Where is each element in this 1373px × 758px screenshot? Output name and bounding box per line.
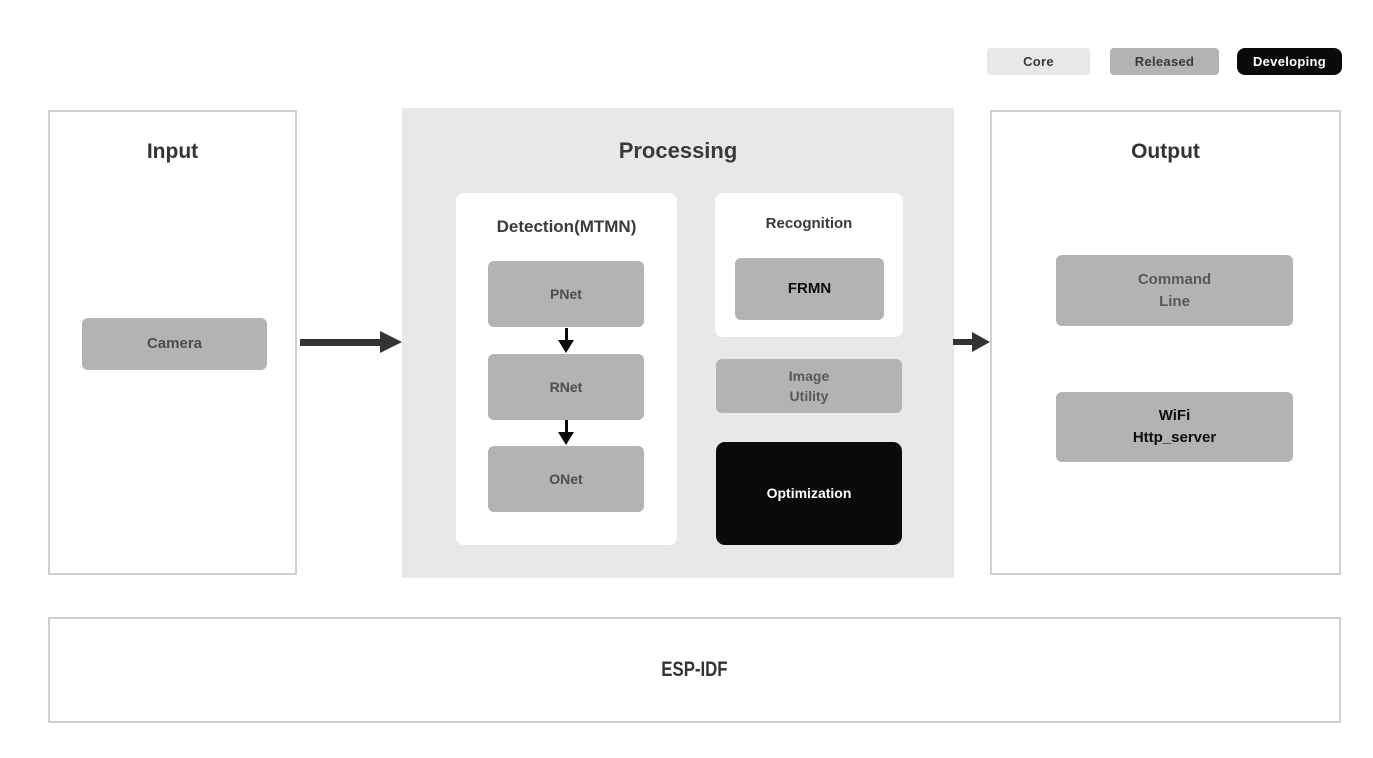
pnet-node: PNet	[488, 261, 644, 327]
esp-idf-panel: ESP-IDF	[48, 617, 1341, 723]
legend-developing-badge: Developing	[1237, 48, 1342, 75]
rnet-node: RNet	[488, 354, 644, 420]
esp-idf-title: ESP-IDF	[661, 658, 728, 681]
optimization-node: Optimization	[716, 442, 902, 545]
flow-arrow-input-to-processing-icon	[300, 331, 402, 353]
output-panel: Output Command Line WiFi Http_server	[990, 110, 1341, 575]
processing-title: Processing	[618, 138, 738, 163]
recognition-title: Recognition	[765, 215, 853, 232]
recognition-group: Recognition FRMN	[715, 193, 903, 337]
frmn-node: FRMN	[735, 258, 884, 320]
detection-group: Detection(MTMN) PNet RNet ONet	[456, 193, 677, 545]
arrow-shaft	[564, 328, 568, 341]
camera-node: Camera	[82, 318, 267, 370]
flow-arrow-processing-to-output-icon	[953, 332, 990, 352]
detection-title: Detection(MTMN)	[496, 217, 637, 236]
command-line-node: Command Line	[1056, 255, 1293, 326]
legend-core-badge: Core	[987, 48, 1090, 75]
arrow-head-icon	[380, 331, 402, 353]
processing-panel: Processing Detection(MTMN) PNet RNet ONe…	[402, 108, 954, 578]
onet-node: ONet	[488, 446, 644, 512]
arrow-shaft	[953, 339, 973, 345]
legend-released-badge: Released	[1110, 48, 1219, 75]
arrow-head-icon	[972, 332, 990, 352]
wifi-http-server-node: WiFi Http_server	[1056, 392, 1293, 462]
arrow-head-icon	[558, 340, 574, 353]
output-title: Output	[1131, 140, 1200, 163]
input-panel: Input Camera	[48, 110, 297, 575]
arrow-shaft	[300, 339, 382, 346]
image-utility-node: Image Utility	[716, 359, 902, 413]
arrow-shaft	[564, 420, 568, 433]
input-title: Input	[146, 140, 199, 163]
arrow-head-icon	[558, 432, 574, 445]
